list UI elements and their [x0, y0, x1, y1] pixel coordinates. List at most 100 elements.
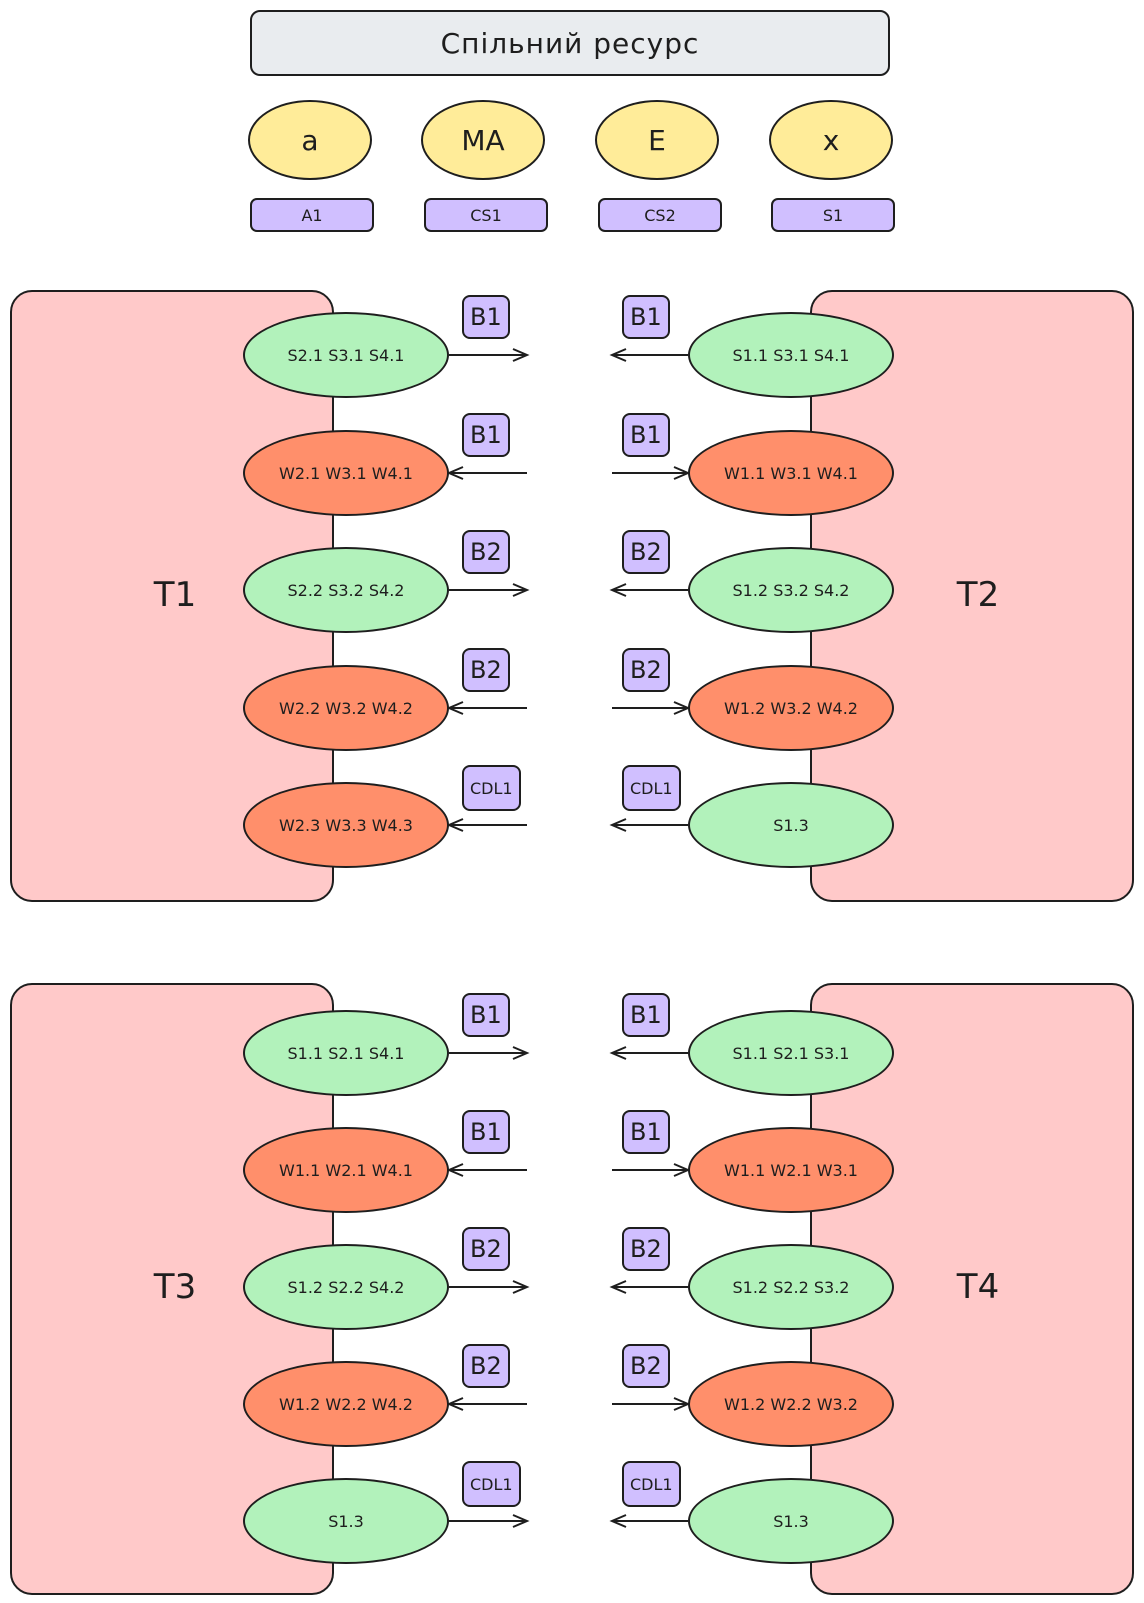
t1-node-2-label: W2.1 W3.1 W4.1 [279, 463, 413, 483]
t2-badge-5: CDL1 [622, 765, 681, 811]
resource-x-tag-label: S1 [822, 205, 844, 225]
t2-badge-3-label: B2 [630, 538, 662, 566]
resource-e-tag-label: CS2 [644, 205, 676, 225]
t4-badge-5-label: CDL1 [630, 1474, 673, 1494]
resource-ma-tag: CS1 [424, 198, 548, 232]
t2-arrow-4 [612, 701, 691, 715]
t1-badge-1: B1 [462, 295, 510, 339]
t3-badge-1-label: B1 [470, 1001, 502, 1029]
t3-badge-2-label: B1 [470, 1118, 502, 1146]
t1-arrow-4 [446, 701, 527, 715]
resource-a: a [248, 100, 372, 180]
t2-node-3-label: S1.2 S3.2 S4.2 [732, 580, 850, 600]
t1-badge-2-label: B1 [470, 421, 502, 449]
t4-badge-2: B1 [622, 1110, 670, 1154]
t4-badge-2-label: B1 [630, 1118, 662, 1146]
t3-node-4: W1.2 W2.2 W4.2 [243, 1361, 449, 1447]
resource-ma-symbol: MA [461, 123, 505, 157]
t2-node-4-label: W1.2 W3.2 W4.2 [724, 698, 858, 718]
t4-badge-1-label: B1 [630, 1001, 662, 1029]
t2-badge-1-label: B1 [630, 303, 662, 331]
t2-node-3: S1.2 S3.2 S4.2 [688, 547, 894, 633]
t4-node-5: S1.3 [688, 1478, 894, 1564]
t3-arrow-2 [446, 1163, 527, 1177]
t2-node-1-label: S1.1 S3.1 S4.1 [732, 345, 850, 365]
t3-node-2: W1.1 W2.1 W4.1 [243, 1127, 449, 1213]
t2-arrow-1 [609, 348, 688, 362]
t1-badge-3-label: B2 [470, 538, 502, 566]
t2-node-4: W1.2 W3.2 W4.2 [688, 665, 894, 751]
t1-node-5-label: W2.3 W3.3 W4.3 [279, 815, 413, 835]
t1-arrow-1 [449, 348, 530, 362]
resource-e-symbol: E [648, 123, 666, 157]
t3-node-2-label: W1.1 W2.1 W4.1 [279, 1160, 413, 1180]
t1-node-5: W2.3 W3.3 W4.3 [243, 782, 449, 868]
t3-node-3-label: S1.2 S2.2 S4.2 [287, 1277, 405, 1297]
resource-x-tag: S1 [771, 198, 895, 232]
resource-e: E [595, 100, 719, 180]
thread-label-t3: T3 [153, 1267, 197, 1307]
t2-node-1: S1.1 S3.1 S4.1 [688, 312, 894, 398]
resource-x-symbol: x [822, 123, 840, 157]
t3-node-5: S1.3 [243, 1478, 449, 1564]
t4-arrow-2 [612, 1163, 691, 1177]
t3-badge-4: B2 [462, 1344, 510, 1388]
t1-node-3-label: S2.2 S3.2 S4.2 [287, 580, 405, 600]
header-title: Спільний ресурс [440, 26, 700, 60]
t4-node-3-label: S1.2 S2.2 S3.2 [732, 1277, 850, 1297]
t3-badge-3-label: B2 [470, 1235, 502, 1263]
t1-arrow-3 [449, 583, 530, 597]
thread-label-t4: T4 [956, 1267, 1000, 1307]
resource-ma: MA [421, 100, 545, 180]
t3-node-1-label: S1.1 S2.1 S4.1 [287, 1043, 405, 1063]
t3-badge-2: B1 [462, 1110, 510, 1154]
t1-node-4: W2.2 W3.2 W4.2 [243, 665, 449, 751]
t3-badge-5: CDL1 [462, 1461, 521, 1507]
t2-arrow-5 [609, 818, 688, 832]
t2-node-2: W1.1 W3.1 W4.1 [688, 430, 894, 516]
shared-resource-header: Спільний ресурс [250, 10, 890, 76]
t4-badge-4-label: B2 [630, 1352, 662, 1380]
t3-arrow-5 [449, 1514, 530, 1528]
t1-badge-4-label: B2 [470, 656, 502, 684]
t4-badge-3-label: B2 [630, 1235, 662, 1263]
t1-badge-1-label: B1 [470, 303, 502, 331]
t1-badge-4: B2 [462, 648, 510, 692]
t3-arrow-3 [449, 1280, 530, 1294]
thread-label-t1: T1 [153, 575, 197, 615]
t2-badge-2-label: B1 [630, 421, 662, 449]
t3-node-3: S1.2 S2.2 S4.2 [243, 1244, 449, 1330]
t1-node-3: S2.2 S3.2 S4.2 [243, 547, 449, 633]
t4-arrow-4 [612, 1397, 691, 1411]
t4-badge-3: B2 [622, 1227, 670, 1271]
t2-node-5-label: S1.3 [773, 815, 809, 835]
t4-node-2-label: W1.1 W2.1 W3.1 [724, 1160, 858, 1180]
t2-arrow-3 [609, 583, 688, 597]
t3-node-5-label: S1.3 [328, 1511, 364, 1531]
t1-badge-2: B1 [462, 413, 510, 457]
t1-node-1: S2.1 S3.1 S4.1 [243, 312, 449, 398]
t4-node-5-label: S1.3 [773, 1511, 809, 1531]
t4-node-1-label: S1.1 S2.1 S3.1 [732, 1043, 850, 1063]
t4-node-2: W1.1 W2.1 W3.1 [688, 1127, 894, 1213]
t2-badge-5-label: CDL1 [630, 778, 673, 798]
resource-e-tag: CS2 [598, 198, 722, 232]
t4-arrow-1 [609, 1046, 688, 1060]
t2-badge-3: B2 [622, 530, 670, 574]
resource-x: x [769, 100, 893, 180]
thread-label-t2: T2 [956, 575, 1000, 615]
resource-ma-tag-label: CS1 [470, 205, 502, 225]
t2-node-5: S1.3 [688, 782, 894, 868]
t1-badge-5-label: CDL1 [470, 778, 513, 798]
t2-badge-4: B2 [622, 648, 670, 692]
t4-badge-5: CDL1 [622, 1461, 681, 1507]
resource-a-tag-label: A1 [301, 205, 323, 225]
t4-node-4-label: W1.2 W2.2 W3.2 [724, 1394, 858, 1414]
t2-arrow-2 [612, 466, 691, 480]
t2-badge-2: B1 [622, 413, 670, 457]
t2-node-2-label: W1.1 W3.1 W4.1 [724, 463, 858, 483]
t3-node-1: S1.1 S2.1 S4.1 [243, 1010, 449, 1096]
t3-badge-1: B1 [462, 993, 510, 1037]
t2-badge-4-label: B2 [630, 656, 662, 684]
t1-arrow-5 [446, 818, 527, 832]
